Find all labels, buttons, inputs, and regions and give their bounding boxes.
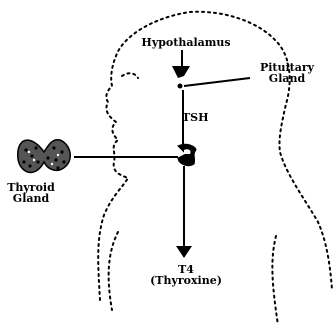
t4-arrowhead <box>176 246 192 258</box>
t4-label-line2: (Thyroxine) <box>118 275 254 286</box>
pituitary-gland-shape <box>178 84 183 89</box>
tsh-label: TSH <box>182 112 216 123</box>
pituitary-label-line2: Gland <box>238 73 336 84</box>
pituitary-gland-label: Pituitary Gland <box>238 62 336 84</box>
thyroid-gland-label: Thyroid Gland <box>0 182 62 204</box>
thyroid-label-line2: Gland <box>0 193 62 204</box>
t4-thyroxine-label: T4 (Thyroxine) <box>118 264 254 286</box>
hypothalamus-shape <box>172 66 190 78</box>
thyroid-gland-illustration <box>18 140 71 173</box>
neck-thyroid-shape <box>178 144 196 165</box>
hypothalamus-label: Hypothalamus <box>128 37 244 48</box>
